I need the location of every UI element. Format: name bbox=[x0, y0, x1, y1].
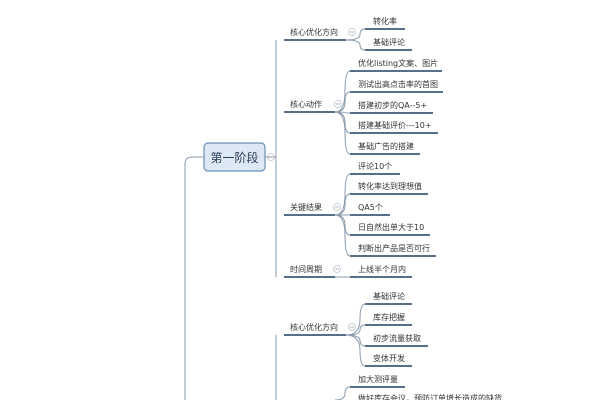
child-label[interactable]: 变体开发 bbox=[373, 353, 405, 363]
child-label[interactable]: 日自然出单大于10 bbox=[358, 222, 424, 232]
child-connector bbox=[334, 214, 351, 236]
branch-label[interactable]: 核心动作 bbox=[290, 99, 322, 109]
child-connector bbox=[334, 111, 351, 134]
branch-label[interactable]: 时间周期 bbox=[290, 264, 322, 274]
collapse-icon[interactable] bbox=[333, 203, 341, 211]
child-connector bbox=[345, 324, 366, 336]
stage-node-label: 第一阶段 bbox=[210, 150, 258, 165]
child-connector bbox=[334, 386, 351, 400]
child-label[interactable]: 评论10个 bbox=[358, 161, 392, 171]
child-connector bbox=[345, 303, 366, 336]
collapse-icon[interactable] bbox=[348, 323, 356, 331]
branch: 时间周期 上线半个月内 bbox=[284, 264, 412, 278]
child-label[interactable]: 基础评论 bbox=[373, 37, 405, 47]
child-connector bbox=[334, 173, 351, 216]
child-label[interactable]: 转化率达到理想值 bbox=[358, 181, 422, 191]
child-label[interactable]: QA5个 bbox=[358, 203, 383, 212]
child-connector bbox=[334, 111, 351, 155]
child-label[interactable]: 初步流量获取 bbox=[373, 333, 421, 343]
root-connector bbox=[184, 156, 204, 400]
child-connector bbox=[334, 214, 351, 257]
branch-label[interactable]: 关键结果 bbox=[290, 202, 322, 212]
collapse-icon[interactable] bbox=[348, 28, 356, 36]
branch-label[interactable]: 核心优化方向 bbox=[290, 27, 338, 37]
child-connector bbox=[345, 39, 366, 51]
child-connector bbox=[345, 334, 366, 367]
child-label[interactable]: 上线半个月内 bbox=[358, 264, 406, 274]
child-label[interactable]: 搭建基础评价---10+ bbox=[358, 120, 432, 130]
child-label[interactable]: 加大测评量 bbox=[358, 374, 398, 384]
child-label[interactable]: 做好库存会议，预防订单增长造成的缺货 bbox=[358, 393, 502, 400]
child-connector bbox=[334, 111, 351, 114]
child-connector bbox=[334, 91, 351, 113]
branch-label[interactable]: 核心优化方向 bbox=[290, 322, 338, 332]
child-connector bbox=[334, 70, 351, 113]
child-label[interactable]: 基础广告的搭建 bbox=[358, 141, 414, 151]
child-connector bbox=[334, 193, 351, 216]
child-label[interactable]: 判断出产品是否可行 bbox=[358, 243, 430, 253]
collapse-icon[interactable] bbox=[334, 100, 342, 108]
child-connector bbox=[345, 334, 366, 347]
child-label[interactable]: 基础评论 bbox=[373, 291, 405, 301]
child-label[interactable]: 转化率 bbox=[373, 16, 397, 26]
child-label[interactable]: 测试出高点击率的首图 bbox=[358, 79, 438, 89]
child-connector bbox=[345, 28, 366, 41]
child-label[interactable]: 库存把握 bbox=[373, 312, 405, 322]
child-label[interactable]: 优化listing文案、图片 bbox=[358, 58, 438, 68]
child-label[interactable]: 搭建初步的QA--5+ bbox=[358, 100, 427, 110]
collapse-icon[interactable] bbox=[333, 265, 341, 273]
